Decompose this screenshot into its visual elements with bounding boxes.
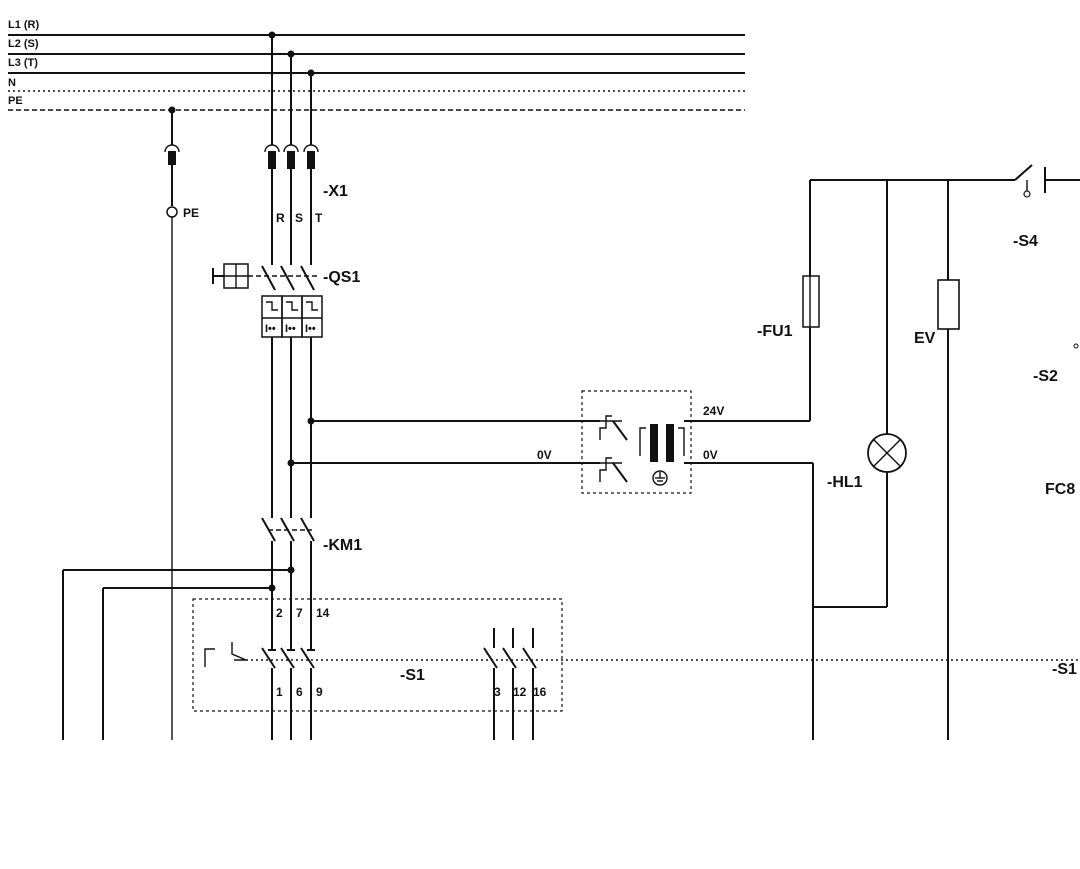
control-transformer: [581, 390, 692, 494]
s1-term-1: 1: [276, 685, 283, 699]
s1-term-16: 16: [533, 685, 547, 699]
s1-term-9: 9: [316, 685, 323, 699]
label-s2: -S2: [1033, 368, 1058, 385]
bus-lines: [8, 34, 745, 111]
label-fc8: FC8: [1045, 481, 1075, 498]
s4-switch: [1014, 164, 1046, 198]
label-primary-0v: 0V: [537, 448, 552, 462]
label-s1-right: -S1: [1052, 661, 1077, 678]
fu1-fuse: [802, 275, 820, 328]
label-km1: -KM1: [323, 537, 362, 554]
label-x1: -X1: [323, 183, 348, 200]
label-ev: EV: [914, 330, 936, 347]
label-qs1: -QS1: [323, 269, 360, 286]
ground-icon: [652, 470, 668, 486]
label-pe-terminal: PE: [183, 206, 199, 220]
svg-text:I••: I••: [265, 323, 276, 335]
s1-term-14: 14: [316, 606, 330, 620]
label-secondary-0v: 0V: [703, 448, 718, 462]
bus-labels: L1 (R) L2 (S) L3 (T) N PE: [8, 19, 40, 107]
s1-term-6: 6: [296, 685, 303, 699]
bus-label-l3: L3 (T): [8, 57, 38, 69]
bus-label-n: N: [8, 77, 16, 89]
pe-terminal-circle: [166, 206, 178, 218]
terminal-s: S: [295, 211, 303, 225]
km1-contactor: [261, 517, 315, 542]
s1-term-2: 2: [276, 606, 283, 620]
s1-term-12: 12: [513, 685, 527, 699]
svg-text:I••: I••: [305, 323, 316, 335]
s1-box: [192, 598, 563, 712]
label-s4: -S4: [1013, 233, 1038, 250]
label-24v: 24V: [703, 404, 724, 418]
bus-label-l1: L1 (R): [8, 19, 40, 31]
bus-label-l2: L2 (S): [8, 38, 39, 50]
ev-solenoid: [937, 279, 960, 330]
s1-term-3: 3: [494, 685, 501, 699]
s1-term-7: 7: [296, 606, 303, 620]
svg-text:I••: I••: [285, 323, 296, 335]
terminal-r: R: [276, 211, 285, 225]
label-hl1: -HL1: [827, 474, 863, 491]
hl1-lamp: [867, 433, 907, 473]
qs1-switch: I•• I•• I••: [212, 263, 323, 338]
label-s1: -S1: [400, 667, 425, 684]
x1-terminals: [164, 144, 319, 169]
terminal-t: T: [315, 211, 323, 225]
label-fu1: -FU1: [757, 323, 793, 340]
bus-label-pe: PE: [8, 95, 23, 107]
